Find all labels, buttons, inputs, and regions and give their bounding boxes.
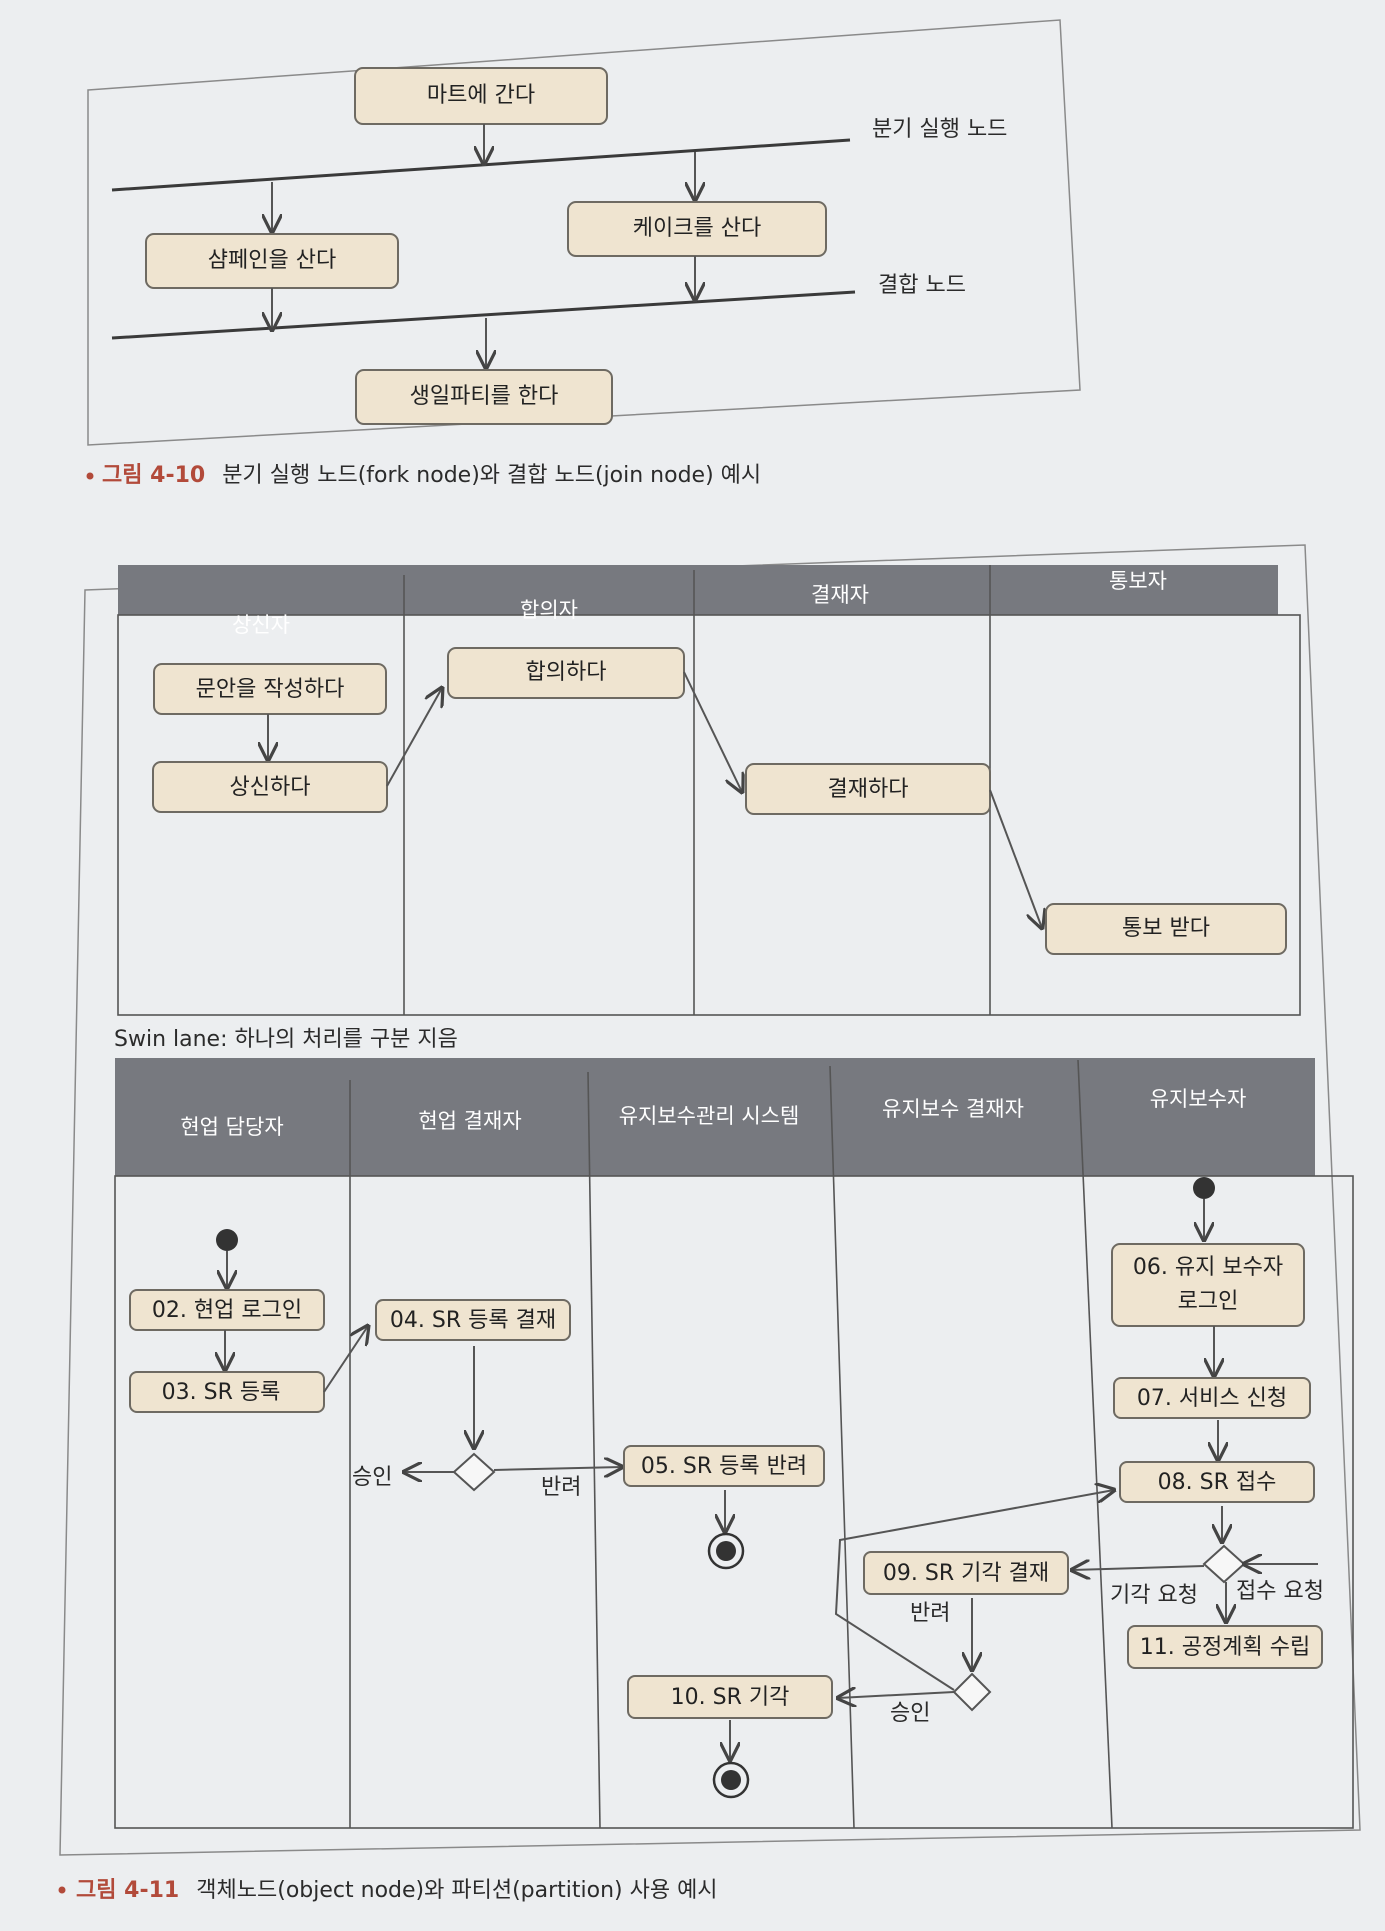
lane-body-b <box>114 1175 1354 1829</box>
node-submit-label: 상신하다 <box>230 775 311 800</box>
start-node-business <box>216 1229 238 1251</box>
start-node-maintainer <box>1193 1177 1215 1199</box>
node-02: 02. 현업 로그인 <box>129 1289 325 1331</box>
lane-title-business-staff: 현업 담당자 <box>180 1115 283 1139</box>
node-cake-label: 케이크를 산다 <box>633 216 761 241</box>
node-09-label: 09. SR 기각 결재 <box>883 1561 1049 1586</box>
decision-approval-2 <box>952 1672 992 1712</box>
node-09: 09. SR 기각 결재 <box>863 1551 1069 1595</box>
decision-approval-1 <box>452 1452 496 1492</box>
node-draft-label: 문안을 작성하다 <box>196 677 345 702</box>
node-mart-label: 마트에 간다 <box>427 83 535 108</box>
caption-4-11-text: 객체노드(object node)와 파티션(partition) 사용 예시 <box>196 1878 717 1903</box>
label-accept-request: 접수 요청 <box>1236 1579 1324 1604</box>
node-03-label: 03. SR 등록 <box>162 1380 281 1405</box>
end-node-1 <box>707 1532 745 1570</box>
lane-body <box>117 614 1301 1016</box>
caption-4-11-number: 그림 4-11 <box>76 1878 179 1903</box>
node-approve: 결재하다 <box>745 763 991 815</box>
end-node-2 <box>712 1761 750 1799</box>
edge-decision-approve-2 <box>838 1692 955 1698</box>
lane-title-maintainer: 유지보수자 <box>1150 1087 1247 1111</box>
lane-header-bar <box>118 565 1278 615</box>
node-party: 생일파티를 한다 <box>355 369 613 425</box>
lane-title-notified: 통보자 <box>1109 569 1167 593</box>
caption-4-11: 그림 4-11 객체노드(object node)와 파티션(partition… <box>76 1878 718 1903</box>
decision-request <box>1202 1544 1246 1584</box>
caption-bullet <box>86 472 94 480</box>
node-05: 05. SR 등록 반려 <box>623 1445 825 1487</box>
lane-title-agreer: 합의자 <box>520 598 578 622</box>
label-approve-1: 승인 <box>352 1465 392 1490</box>
node-03: 03. SR 등록 <box>129 1371 325 1413</box>
fork-label: 분기 실행 노드 <box>872 117 1007 142</box>
figure-4-10: 분기 실행 노드 결합 노드 마트에 간다 샴페인을 산다 케이크를 산다 생일… <box>86 19 1081 488</box>
node-champagne-label: 샴페인을 산다 <box>208 248 336 273</box>
node-04-label: 04. SR 등록 결재 <box>390 1308 556 1333</box>
node-11: 11. 공정계획 수립 <box>1127 1625 1323 1669</box>
lane-title-maintenance-approver: 유지보수 결재자 <box>882 1097 1024 1121</box>
edge-03-04 <box>323 1326 368 1393</box>
lane-title-maintenance-system: 유지보수관리 시스템 <box>619 1104 800 1128</box>
node-mart: 마트에 간다 <box>354 67 608 125</box>
node-10-label: 10. SR 기각 <box>671 1685 790 1710</box>
node-approve-label: 결재하다 <box>828 777 909 802</box>
caption-4-10-number: 그림 4-10 <box>102 463 205 488</box>
lane-title-submitter: 상신자 <box>232 613 290 637</box>
node-party-label: 생일파티를 한다 <box>410 384 559 409</box>
label-reject-1: 반려 <box>541 1475 581 1500</box>
swimlane-approval: 상신자 합의자 결재자 통보자 문안을 작성하다 상신하다 합의하다 결재하다 … <box>117 565 1301 1016</box>
label-approve-2: 승인 <box>890 1701 930 1726</box>
node-08: 08. SR 접수 <box>1119 1461 1315 1503</box>
label-reject-2: 반려 <box>910 1601 950 1626</box>
swimlane-maintenance: 현업 담당자 현업 결재자 유지보수관리 시스템 유지보수 결재자 유지보수자 … <box>114 1058 1354 1829</box>
node-11-label: 11. 공정계획 수립 <box>1140 1635 1310 1660</box>
node-notify-label: 통보 받다 <box>1122 916 1210 941</box>
fork-bar <box>111 138 851 192</box>
edge-decision-to-09 <box>1072 1566 1205 1570</box>
node-08-label: 08. SR 접수 <box>1158 1470 1277 1495</box>
edge-reject-back-to-08 <box>834 1490 1114 1691</box>
edge-submit-agree <box>386 688 442 787</box>
swimlane-note: Swin lane: 하나의 처리를 구분 지음 <box>114 1027 458 1052</box>
label-reject-request: 기각 요청 <box>1110 1583 1198 1608</box>
caption-bullet-2 <box>58 1886 66 1894</box>
node-04: 04. SR 등록 결재 <box>375 1299 571 1341</box>
node-05-label: 05. SR 등록 반려 <box>641 1454 807 1479</box>
node-06: 06. 유지 보수자 로그인 <box>1111 1243 1305 1327</box>
edge-agree-approve <box>683 671 742 792</box>
node-submit: 상신하다 <box>152 761 388 813</box>
figure-frame <box>87 19 1081 446</box>
node-draft: 문안을 작성하다 <box>153 663 387 715</box>
lane-title-approver: 결재자 <box>811 583 869 607</box>
node-10: 10. SR 기각 <box>627 1675 833 1719</box>
join-label: 결합 노드 <box>878 273 966 298</box>
edge-approve-notify <box>989 789 1042 928</box>
node-notify: 통보 받다 <box>1045 903 1287 955</box>
lane-title-business-approver: 현업 결재자 <box>418 1109 521 1133</box>
lane-header-bar-b <box>115 1058 1315 1176</box>
node-07: 07. 서비스 신청 <box>1113 1377 1311 1419</box>
node-07-label: 07. 서비스 신청 <box>1137 1386 1287 1411</box>
node-agree: 합의하다 <box>447 647 685 699</box>
edge-decision-reject <box>493 1467 622 1470</box>
node-02-label: 02. 현업 로그인 <box>152 1298 302 1323</box>
node-cake: 케이크를 산다 <box>567 201 827 257</box>
caption-4-10-text: 분기 실행 노드(fork node)와 결합 노드(join node) 예시 <box>222 463 761 488</box>
caption-4-10: 그림 4-10 분기 실행 노드(fork node)와 결합 노드(join … <box>102 463 761 488</box>
node-champagne: 샴페인을 산다 <box>145 233 399 289</box>
figure-4-11-frame <box>59 544 1361 1856</box>
node-06-label-2: 로그인 <box>1178 1289 1239 1314</box>
join-bar <box>111 290 856 340</box>
node-agree-label: 합의하다 <box>526 660 607 685</box>
node-06-label-1: 06. 유지 보수자 <box>1133 1255 1283 1280</box>
